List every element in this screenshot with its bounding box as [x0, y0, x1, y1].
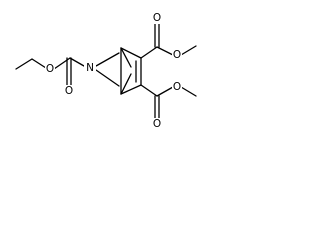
bond-bridgehead-bottom-c3: [120, 84, 142, 95]
bond-n-bridgehead-bottom: [95, 69, 120, 87]
bond-bridgehead-top-c2: [120, 47, 142, 59]
bond-ester-top-c-o-single: [156, 46, 174, 56]
atom-ester-left-ether-o: O: [46, 63, 54, 75]
atom-ester-left-carbonyl-o: O: [65, 85, 73, 97]
label-bg-nitrogen: [84, 62, 96, 74]
label-bg-ester-left-ether-o: [45, 63, 55, 75]
bond-c3-ester-bottom-c: [140, 84, 158, 97]
bond-ester-bottom-c-o-single: [156, 86, 174, 97]
label-bg-ester-left-carbonyl-o: [64, 85, 74, 97]
atom-ester-bottom-ether-o: O: [173, 81, 181, 93]
bond-n-bridgehead-top: [95, 52, 120, 67]
bond-bridgehead-top-ring-upper: [120, 47, 132, 68]
molecule-structure: O O N O O O O: [15, 12, 197, 130]
bond-ester-top-o-ch3: [180, 45, 197, 56]
bond-ester-bottom-o-ch3: [180, 86, 197, 97]
label-bg-ester-top-carbonyl-o: [152, 12, 162, 24]
atom-ester-top-carbonyl-o: O: [153, 12, 161, 24]
bond-bridgehead-bottom-ring-lower: [120, 73, 132, 95]
label-bg-ester-top-ether-o: [172, 49, 182, 61]
label-bg-ester-bottom-ether-o: [172, 81, 182, 93]
label-bg-ester-bottom-carbonyl-o: [152, 118, 162, 130]
bond-c2-ester-top-c: [140, 46, 158, 59]
bond-ethyl-ch2-o: [31, 58, 47, 69]
bond-ethyl-ch3-ch2: [15, 58, 33, 70]
atom-ester-bottom-carbonyl-o: O: [153, 118, 161, 130]
bond-carbonyl-c-n: [69, 57, 85, 67]
atom-ester-top-ether-o: O: [173, 49, 181, 61]
atom-nitrogen: N: [86, 62, 94, 74]
